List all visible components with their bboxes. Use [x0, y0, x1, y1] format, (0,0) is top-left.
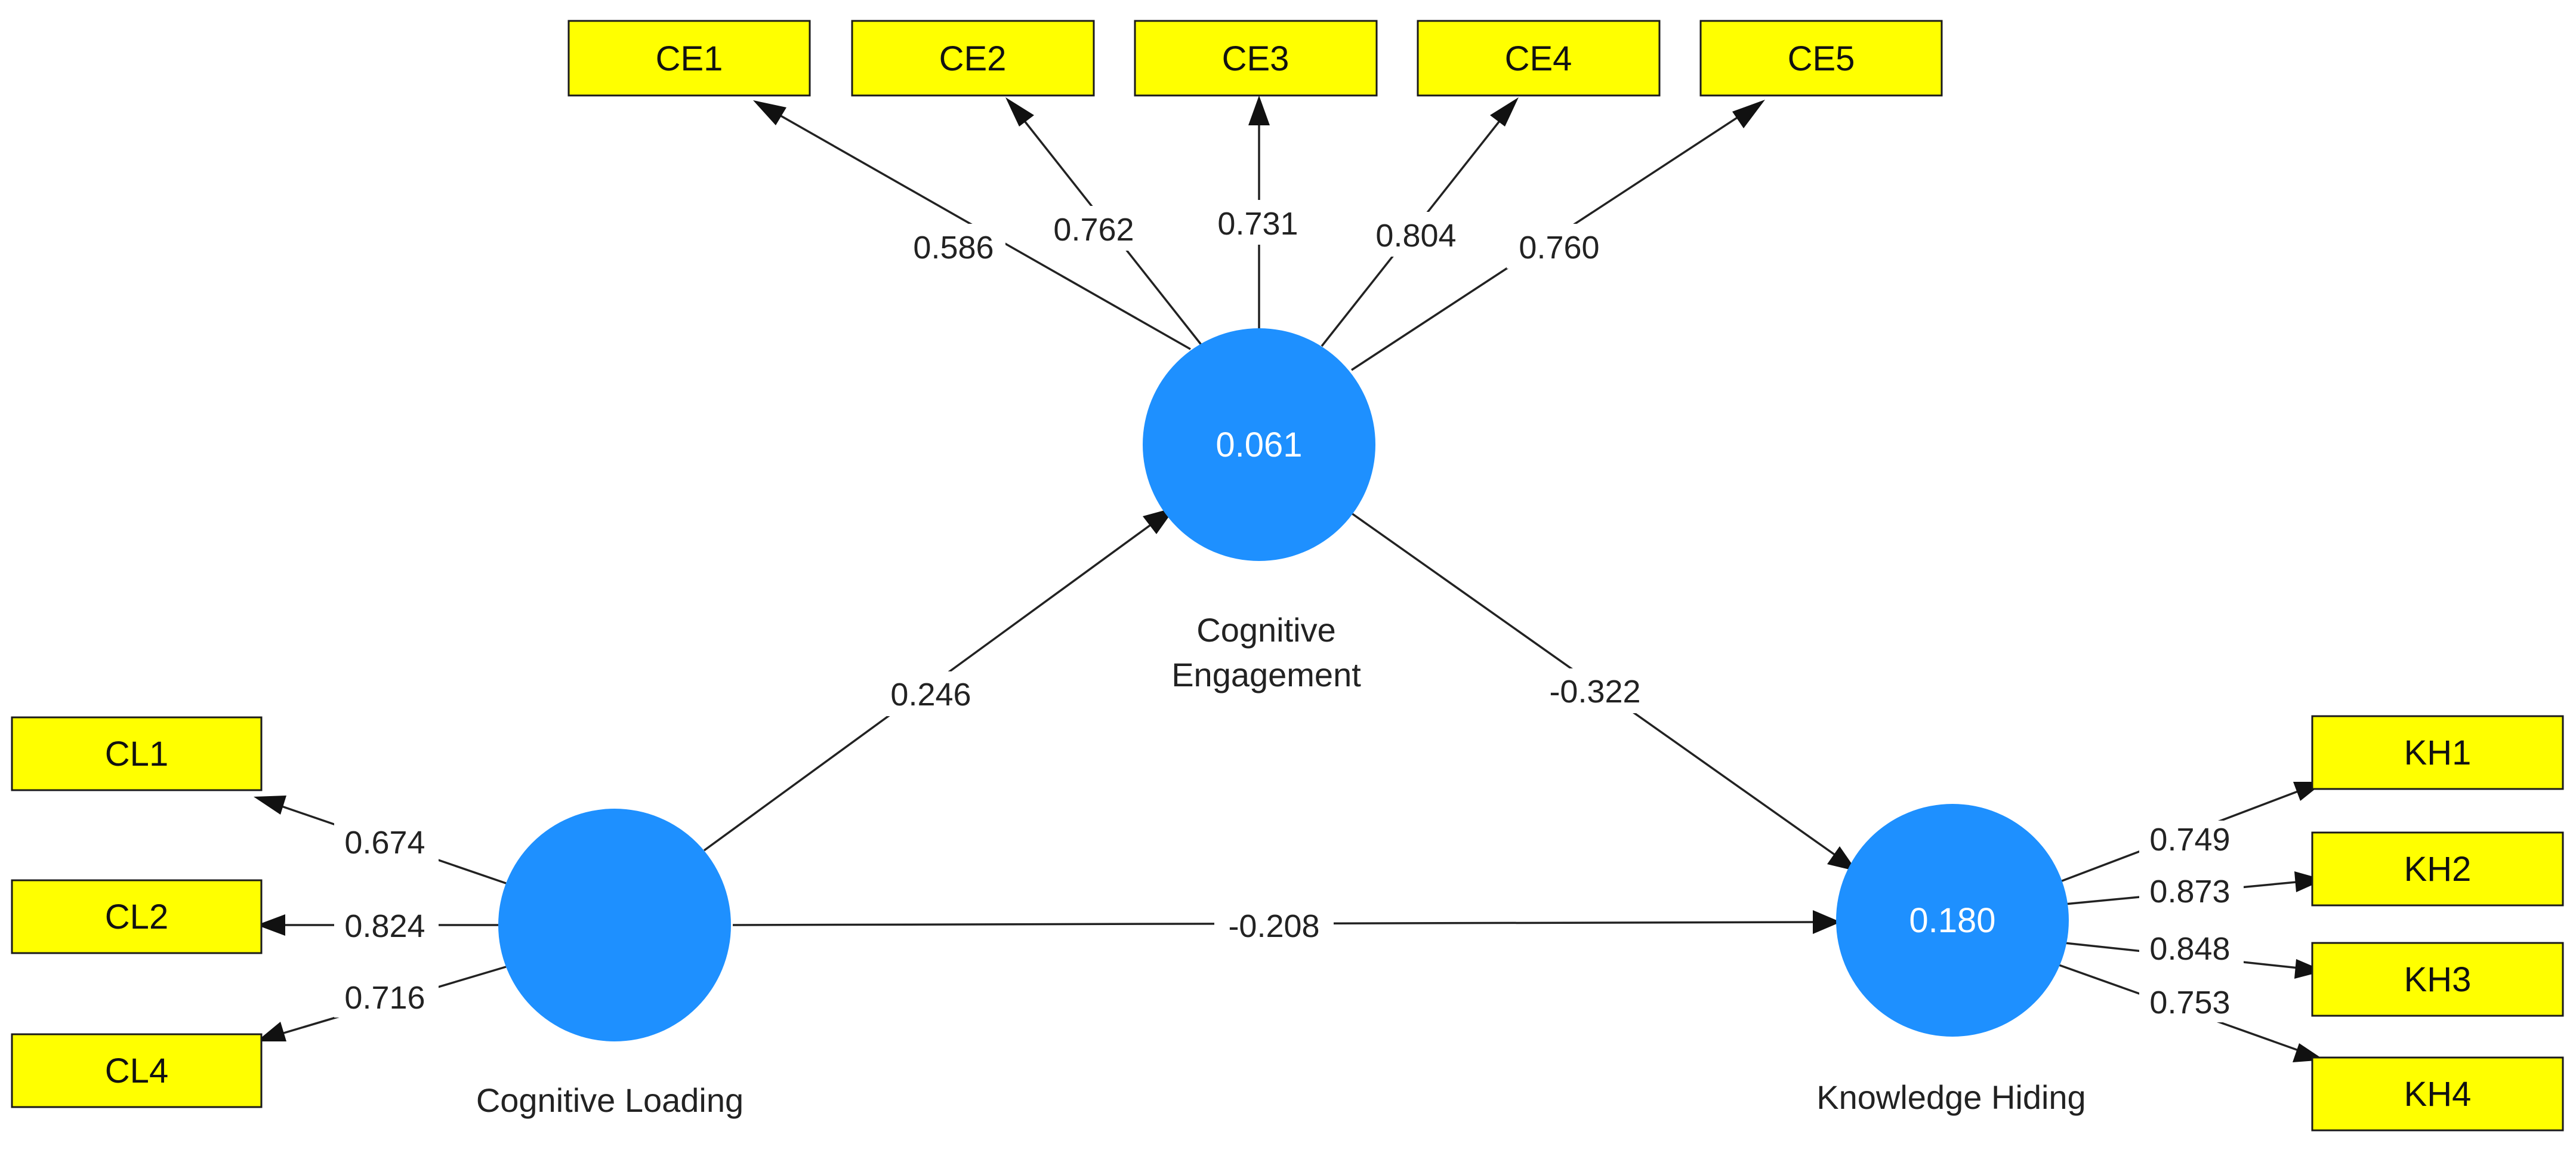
- path-coefficient-cl-to-ce: 0.246: [890, 677, 971, 713]
- arrowhead-kh2: [2294, 871, 2324, 892]
- loading-value-ce1: 0.586: [913, 230, 994, 266]
- latent-cognitive-loading[interactable]: Cognitive Loading: [476, 809, 744, 1119]
- outer-loadings-ce: 0.586 0.762 0.731 0.804 0.760: [901, 200, 1611, 269]
- latent-circle-knowledge-hiding[interactable]: [1836, 804, 2069, 1037]
- r-squared-knowledge-hiding: 0.180: [1909, 901, 1995, 940]
- arrowhead-ce2: [1005, 97, 1034, 127]
- path-coefficients: 0.246 -0.322 -0.208: [880, 668, 1656, 947]
- loading-value-ce5: 0.760: [1519, 230, 1599, 266]
- loading-value-kh1: 0.749: [2149, 822, 2230, 858]
- arrowhead-cl4: [257, 1022, 286, 1041]
- indicator-box-kh2[interactable]: [2311, 831, 2564, 907]
- indicator-box-ce2[interactable]: [851, 20, 1095, 97]
- indicator-box-ce3[interactable]: [1134, 20, 1378, 97]
- indicator-label-ce4: CE4: [1505, 39, 1572, 78]
- loading-value-cl4: 0.716: [344, 980, 425, 1016]
- path-coefficient-ce-to-kh: -0.322: [1549, 674, 1640, 710]
- indicator-box-kh4[interactable]: [2311, 1056, 2564, 1132]
- r-squared-cognitive-engagement: 0.061: [1215, 426, 1302, 464]
- latent-knowledge-hiding[interactable]: 0.180 Knowledge Hiding: [1816, 804, 2086, 1116]
- indicator-label-kh4: KH4: [2404, 1075, 2472, 1114]
- loading-value-cl2: 0.824: [344, 908, 425, 944]
- arrowhead-ce3: [1248, 95, 1270, 125]
- indicator-label-kh3: KH3: [2404, 960, 2472, 999]
- indicator-box-kh3[interactable]: [2311, 942, 2564, 1017]
- indicator-box-kh1[interactable]: [2311, 715, 2564, 790]
- latent-circle-cognitive-engagement[interactable]: [1143, 328, 1375, 561]
- latent-name-cognitive-loading: Cognitive Loading: [476, 1081, 744, 1119]
- latent-name-cognitive-engagement-line2: Engagement: [1171, 656, 1361, 693]
- indicator-label-cl1: CL1: [105, 735, 168, 773]
- indicator-label-cl2: CL2: [105, 898, 168, 936]
- loading-value-ce2: 0.762: [1053, 212, 1134, 248]
- loading-value-kh4: 0.753: [2149, 985, 2230, 1021]
- indicator-label-ce1: CE1: [656, 39, 723, 78]
- arrowhead-cl2: [257, 914, 285, 936]
- latent-name-cognitive-engagement-line1: Cognitive: [1196, 611, 1335, 649]
- arrowhead-ce-to-kh: [1827, 846, 1857, 871]
- loading-value-cl1: 0.674: [344, 825, 425, 861]
- latent-cognitive-engagement[interactable]: 0.061 Cognitive Engagement: [1143, 328, 1375, 693]
- indicator-box-cl2[interactable]: [11, 879, 263, 954]
- inner-model-lines: [703, 512, 1851, 926]
- indicators-kh: KH1 KH2 KH3 KH4: [2311, 715, 2564, 1132]
- arrowhead-ce1: [753, 100, 786, 125]
- arrowheads: [254, 95, 2324, 1062]
- outer-loadings-cl: 0.674 0.824 0.716: [334, 821, 439, 1018]
- indicator-label-cl4: CL4: [105, 1052, 168, 1090]
- arrowhead-ce5: [1732, 100, 1765, 128]
- indicator-label-kh2: KH2: [2404, 850, 2472, 889]
- arrowhead-ce4: [1490, 97, 1519, 127]
- loading-value-ce3: 0.731: [1217, 206, 1298, 242]
- latent-name-knowledge-hiding: Knowledge Hiding: [1816, 1078, 2086, 1116]
- indicator-label-ce5: CE5: [1788, 39, 1855, 78]
- arrowhead-cl1: [254, 796, 286, 815]
- outer-loadings-kh: 0.749 0.873 0.848 0.753: [2139, 821, 2244, 1022]
- indicator-box-ce1[interactable]: [567, 20, 811, 97]
- indicators-ce: CE1 CE2 CE3 CE4 CE5: [567, 20, 1943, 97]
- path-coefficient-cl-to-kh: -0.208: [1228, 908, 1319, 944]
- arrowhead-cl-to-kh: [1813, 910, 1841, 934]
- indicator-box-ce5[interactable]: [1699, 20, 1943, 97]
- loading-value-kh2: 0.873: [2149, 874, 2230, 910]
- indicators-cl: CL1 CL2 CL4: [11, 716, 263, 1108]
- loading-value-ce4: 0.804: [1375, 218, 1456, 254]
- indicator-box-cl4[interactable]: [11, 1033, 263, 1108]
- indicator-box-ce4[interactable]: [1417, 20, 1661, 97]
- loading-value-kh3: 0.848: [2149, 931, 2230, 967]
- arrowhead-kh3: [2294, 959, 2324, 979]
- indicator-label-kh1: KH1: [2404, 733, 2472, 772]
- indicator-box-cl1[interactable]: [11, 716, 263, 791]
- latent-circle-cognitive-loading[interactable]: [498, 809, 731, 1041]
- indicator-label-ce2: CE2: [939, 39, 1007, 78]
- indicator-label-ce3: CE3: [1222, 39, 1289, 78]
